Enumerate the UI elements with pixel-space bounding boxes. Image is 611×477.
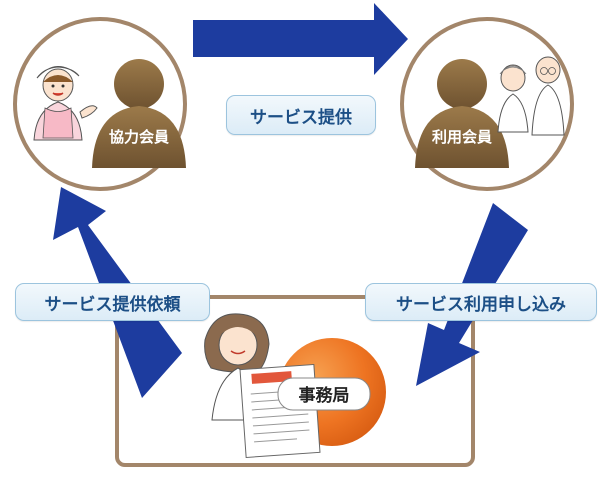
helper-woman-icon — [33, 66, 98, 141]
user-member-node — [400, 17, 574, 191]
service-provision-label: サービス提供 — [226, 95, 376, 135]
user-member-silhouette — [415, 59, 509, 168]
office-label-box — [277, 377, 371, 411]
office-staff-icon — [204, 313, 270, 421]
service-application-label: サービス利用申し込み — [365, 283, 597, 321]
cooperating-member-node — [13, 17, 187, 191]
elderly-couple-icon — [497, 56, 565, 136]
office-label: 事務局 — [299, 385, 350, 406]
office-node — [204, 313, 386, 459]
service-request-label: サービス提供依頼 — [15, 283, 210, 321]
arrow-provide-service — [193, 3, 408, 75]
cooperating-member-silhouette — [92, 59, 186, 168]
user-member-label: 利用会員 — [432, 128, 492, 146]
cooperating-member-label: 協力会員 — [109, 128, 169, 146]
